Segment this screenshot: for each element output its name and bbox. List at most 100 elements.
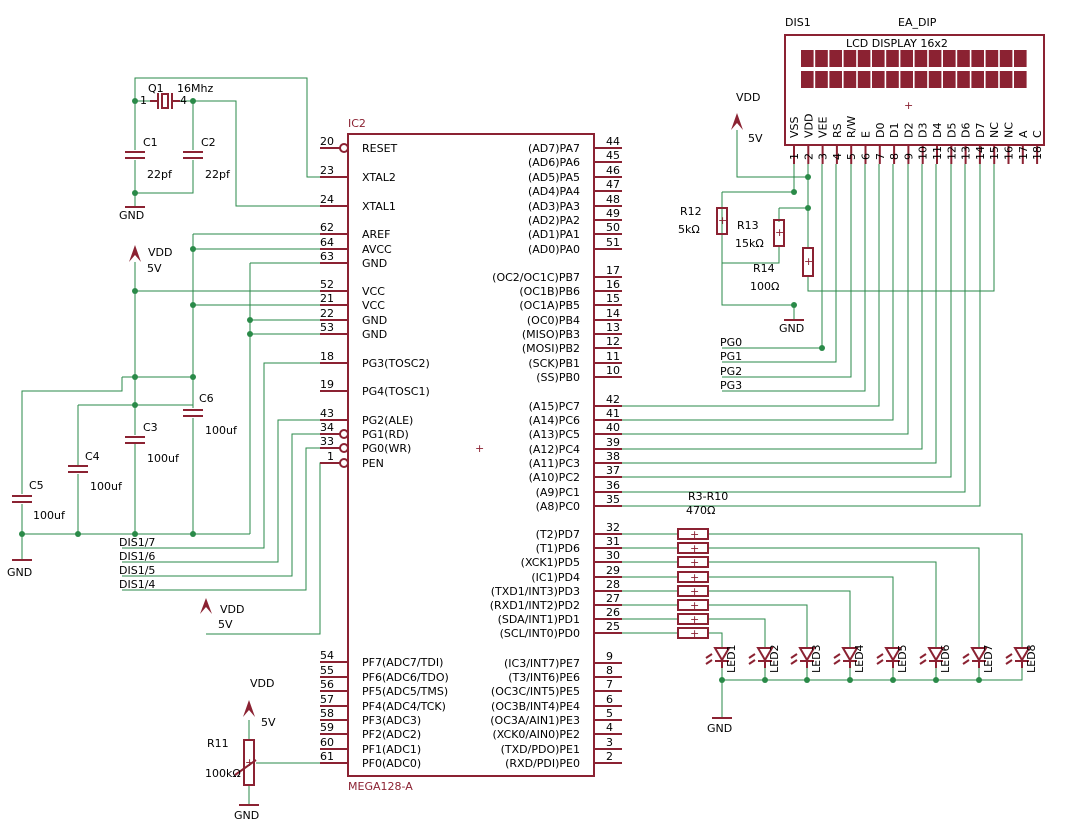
mcu-pin-14[interactable]: 14(OC0)PB4 <box>527 307 622 327</box>
led-1[interactable]: LED1 <box>705 644 738 673</box>
ground-caps[interactable]: GND <box>7 559 32 579</box>
crystal-q1[interactable]: Q1 16Mhz 1 4 <box>140 82 213 109</box>
resistor-r13[interactable]: + R13 15kΩ <box>735 219 785 250</box>
led-resistor[interactable]: + <box>677 613 709 626</box>
mcu-pin-30[interactable]: 30(XCK1)PD5 <box>521 549 622 569</box>
mcu-pin-38[interactable]: 38(A11)PC3 <box>529 450 622 470</box>
mcu-pin-46[interactable]: 46(AD5)PA5 <box>528 164 622 184</box>
capacitor-c6[interactable]: C6 100uf <box>183 392 238 437</box>
capacitor-c3[interactable]: C3 100uf <box>125 421 180 465</box>
mcu-pin-15[interactable]: 15(OC1A)PB5 <box>519 292 622 312</box>
led-resistor[interactable]: + <box>677 556 709 569</box>
lcd-dis1[interactable]: DIS1 EA_DIP LCD DISPLAY 16x2 + 1VSS2VDD3… <box>784 16 1045 164</box>
mcu-pin-3[interactable]: 3(TXD/PDO)PE1 <box>501 736 622 756</box>
led-8[interactable]: LED8 <box>1005 644 1038 673</box>
led-4[interactable]: LED4 <box>833 644 866 673</box>
mcu-pin-27[interactable]: 27(RXD1/INT2)PD2 <box>490 592 622 612</box>
mcu-pin-7[interactable]: 7(OC3C/INT5)PE5 <box>491 678 622 698</box>
mcu-pin-25[interactable]: 25(SCL/INT0)PD0 <box>500 620 622 640</box>
mcu-pin-48[interactable]: 48(AD3)PA3 <box>528 193 622 213</box>
net-label[interactable]: DIS1/5 <box>119 564 155 577</box>
mcu-pin-17[interactable]: 17(OC2/OC1C)PB7 <box>492 264 622 284</box>
led-2[interactable]: LED2 <box>748 644 781 673</box>
mcu-pin-13[interactable]: 13(MISO)PB3 <box>522 321 622 341</box>
mcu-pin-31[interactable]: 31(T1)PD6 <box>536 535 622 555</box>
mcu-pin-47[interactable]: 47(AD4)PA4 <box>528 178 622 198</box>
led-resistor[interactable]: + <box>677 585 709 598</box>
led-7[interactable]: LED7 <box>962 644 995 673</box>
ground-pot[interactable]: GND <box>234 804 259 822</box>
lcd-pin-9[interactable]: 9D2 <box>902 123 915 164</box>
mcu-pin-28[interactable]: 28(TXD1/INT3)PD3 <box>491 578 622 598</box>
lcd-pin-7[interactable]: 7D0 <box>874 123 887 164</box>
mcu-pin-41[interactable]: 41(A14)PC6 <box>529 407 622 427</box>
mcu-pin-32[interactable]: 32(T2)PD7 <box>536 521 622 541</box>
mcu-pin-11[interactable]: 11(SCK)PB1 <box>528 350 622 370</box>
capacitor-c4[interactable]: C4 100uf <box>68 450 123 493</box>
led-3[interactable]: LED3 <box>790 644 823 673</box>
mcu-pin-35[interactable]: 35(A8)PC0 <box>536 493 622 513</box>
mcu-pin-36[interactable]: 36(A9)PC1 <box>536 479 622 499</box>
resistor-array-r3-r10[interactable]: R3-R10 470Ω ++++++++ <box>677 490 728 640</box>
mcu-pin-6[interactable]: 6(OC3B/INT4)PE4 <box>491 693 622 713</box>
mcu-pin-2[interactable]: 2(RXD/PDI)PE0 <box>505 750 622 770</box>
mcu-pin-29[interactable]: 29(IC1)PD4 <box>531 564 622 584</box>
mcu-pin-49[interactable]: 49(AD2)PA2 <box>528 207 622 227</box>
mcu-pin-39[interactable]: 39(A12)PC4 <box>529 436 622 456</box>
mcu-pin-51[interactable]: 51(AD0)PA0 <box>528 236 622 256</box>
net-label[interactable]: DIS1/4 <box>119 578 155 591</box>
mcu-pin-16[interactable]: 16(OC1B)PB6 <box>519 278 622 298</box>
net-label[interactable]: PG3 <box>720 379 742 392</box>
capacitor-c1[interactable]: C1 22pf <box>125 136 173 181</box>
led-resistor[interactable]: + <box>677 627 709 640</box>
mcu-pin-45[interactable]: 45(AD6)PA6 <box>528 149 622 169</box>
lcd-pin-8[interactable]: 8D1 <box>888 123 901 164</box>
lcd-pin-5[interactable]: 5R/W <box>845 116 858 164</box>
mcu-pin-12[interactable]: 12(MOSI)PB2 <box>522 335 622 355</box>
net-label[interactable]: PG0 <box>720 336 742 349</box>
ground-leds[interactable]: GND <box>707 717 732 735</box>
mcu-pin-44[interactable]: 44(AD7)PA7 <box>528 135 622 155</box>
mcu-pin-9[interactable]: 9(IC3/INT7)PE7 <box>504 650 622 670</box>
supply-vdd-pot[interactable]: VDD 5V <box>243 677 276 729</box>
mcu-pin-10[interactable]: 10(SS)PB0 <box>536 364 622 384</box>
led-5[interactable]: LED5 <box>876 644 909 673</box>
supply-vdd-crystal-area[interactable]: VDD 5V <box>129 245 172 275</box>
led-6[interactable]: LED6 <box>919 644 952 673</box>
lcd-pin-17[interactable]: 17A <box>1017 130 1030 164</box>
supply-vdd-pen[interactable]: VDD 5V <box>200 598 244 631</box>
net-label[interactable]: DIS1/7 <box>119 536 155 549</box>
mcu-pin-5[interactable]: 5(OC3A/AIN1)PE3 <box>490 707 622 727</box>
supply-vdd-lcd[interactable]: VDD 5V <box>731 91 763 145</box>
mcu-pin-37[interactable]: 37(A10)PC2 <box>529 464 622 484</box>
lcd-pin-6[interactable]: 6E <box>860 131 873 164</box>
ground-lcd[interactable]: GND <box>779 319 804 335</box>
mcu-pin-8[interactable]: 8(T3/INT6)PE6 <box>508 664 622 684</box>
mcu-pin-50[interactable]: 50(AD1)PA1 <box>528 221 622 241</box>
capacitor-c5[interactable]: C5 100uf <box>12 479 66 522</box>
